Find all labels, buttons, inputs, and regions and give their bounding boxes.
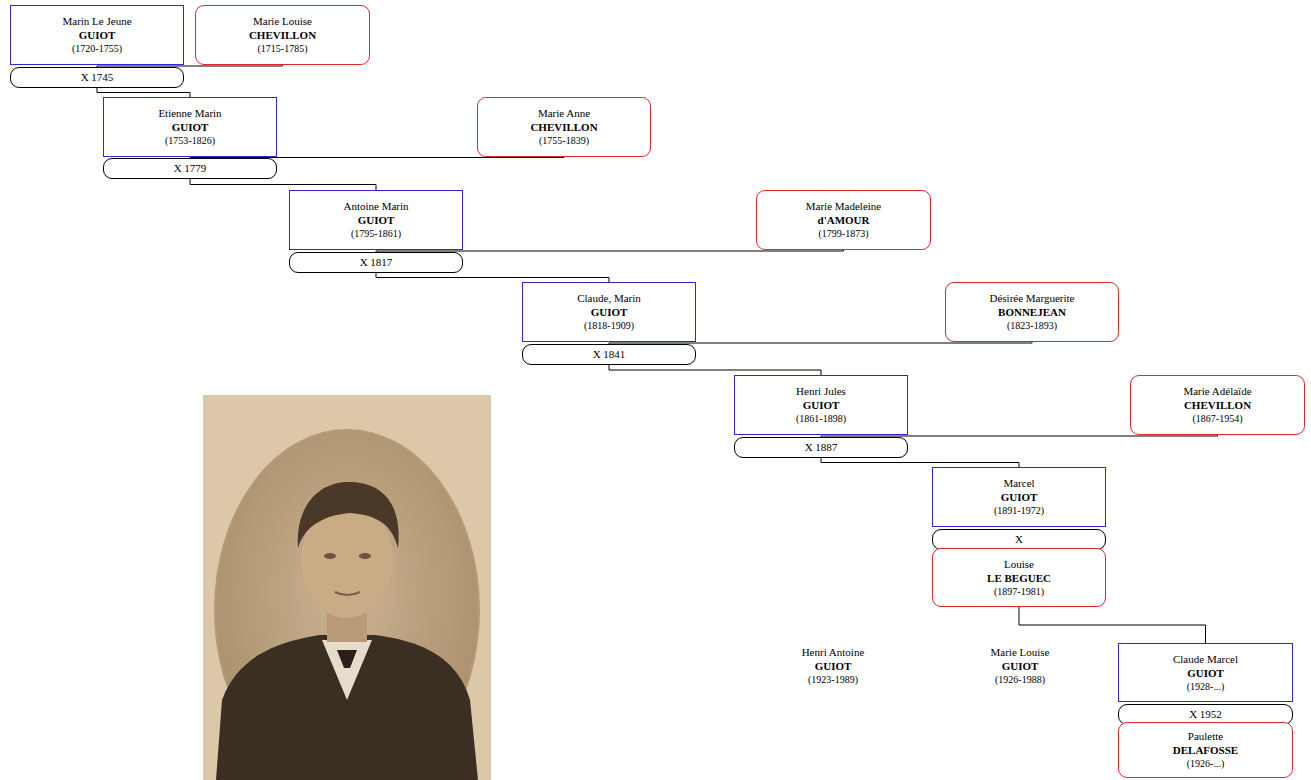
female-person-box: Désirée MargueriteBONNEJEAN(1823-1893)	[945, 282, 1119, 342]
female-person-box: Marie Madeleined'AMOUR(1799-1873)	[756, 190, 931, 250]
marriage-pill: X 1887	[734, 437, 908, 458]
sibling-label: GUIOT	[815, 659, 852, 673]
surname: GUIOT	[79, 28, 116, 42]
family-line	[376, 273, 609, 282]
given-name: X 1887	[805, 440, 838, 455]
surname: GUIOT	[803, 398, 840, 412]
given-name: Marie Louise	[253, 14, 312, 28]
marriage-pill: X 1745	[10, 67, 184, 88]
sibling-label: Marie Louise	[991, 645, 1050, 659]
sibling-label: (1926-1988)	[995, 673, 1045, 687]
life-dates: (1897-1981)	[994, 585, 1044, 599]
life-dates: (1818-1909)	[584, 319, 634, 333]
given-name: Henri Jules	[796, 384, 846, 398]
sibling-label: GUIOT	[1002, 659, 1039, 673]
female-person-box: LouiseLE BEGUEC(1897-1981)	[932, 548, 1106, 607]
life-dates: (1867-1954)	[1193, 412, 1243, 426]
marriage-pill: X 1817	[289, 252, 463, 273]
given-name: Désirée Marguerite	[989, 291, 1074, 305]
given-name: Marie Anne	[538, 106, 590, 120]
surname: GUIOT	[1187, 666, 1224, 680]
male-person-box: Claude MarcelGUIOT(1928-...)	[1118, 643, 1293, 702]
life-dates: (1753-1826)	[165, 134, 215, 148]
sibling-label: (1923-1989)	[808, 673, 858, 687]
given-name: Claude, Marin	[577, 291, 641, 305]
surname: CHEVILLON	[249, 28, 316, 42]
marriage-pill: X 1841	[522, 344, 696, 365]
given-name: Marcel	[1003, 476, 1034, 490]
life-dates: (1861-1898)	[796, 412, 846, 426]
surname: DELAFOSSE	[1173, 743, 1238, 757]
surname: BONNEJEAN	[998, 305, 1066, 319]
surname: CHEVILLON	[1184, 398, 1251, 412]
surname: GUIOT	[591, 305, 628, 319]
life-dates: (1755-1839)	[539, 134, 589, 148]
life-dates: (1799-1873)	[819, 227, 869, 241]
given-name: Claude Marcel	[1173, 652, 1238, 666]
marriage-pill: X	[932, 529, 1106, 550]
surname: d'AMOUR	[818, 213, 870, 227]
male-person-box: Henri JulesGUIOT(1861-1898)	[734, 375, 908, 435]
given-name: Etienne Marin	[158, 106, 221, 120]
surname: GUIOT	[172, 120, 209, 134]
sibling-label: Henri Antoine	[802, 645, 865, 659]
family-line	[609, 365, 821, 375]
given-name: X 1817	[360, 255, 393, 270]
given-name: X 1952	[1189, 707, 1222, 722]
male-person-box: Marin Le JeuneGUIOT(1720-1755)	[10, 5, 184, 65]
given-name: Marie Adélaïde	[1183, 384, 1251, 398]
female-person-box: Marie AnneCHEVILLON(1755-1839)	[477, 97, 651, 157]
surname: CHEVILLON	[530, 120, 597, 134]
given-name: X 1841	[593, 347, 626, 362]
female-person-box: PauletteDELAFOSSE(1926-...)	[1118, 722, 1293, 778]
family-line	[821, 458, 1019, 467]
male-person-box: Antoine MarinGUIOT(1795-1861)	[289, 190, 463, 250]
female-person-box: Marie LouiseCHEVILLON(1715-1785)	[195, 5, 370, 65]
given-name: Paulette	[1188, 729, 1223, 743]
given-name: Marin Le Jeune	[62, 14, 131, 28]
male-person-box: Claude, MarinGUIOT(1818-1909)	[522, 282, 696, 342]
female-person-box: Marie AdélaïdeCHEVILLON(1867-1954)	[1130, 375, 1305, 435]
male-person-box: MarcelGUIOT(1891-1972)	[932, 467, 1106, 527]
life-dates: (1928-...)	[1187, 680, 1225, 694]
surname: LE BEGUEC	[987, 571, 1051, 585]
marriage-pill: X 1779	[103, 158, 277, 179]
family-line	[190, 179, 376, 190]
given-name: X 1779	[174, 161, 207, 176]
given-name: Marie Madeleine	[806, 199, 881, 213]
life-dates: (1720-1755)	[72, 42, 122, 56]
male-person-box: Etienne MarinGUIOT(1753-1826)	[103, 97, 277, 157]
given-name: X 1745	[81, 70, 114, 85]
life-dates: (1891-1972)	[994, 504, 1044, 518]
given-name: X	[1015, 532, 1023, 547]
life-dates: (1823-1893)	[1007, 319, 1057, 333]
family-line	[1019, 607, 1206, 643]
family-line	[97, 88, 190, 97]
life-dates: (1795-1861)	[351, 227, 401, 241]
surname: GUIOT	[358, 213, 395, 227]
surname: GUIOT	[1001, 490, 1038, 504]
given-name: Antoine Marin	[343, 199, 408, 213]
given-name: Louise	[1004, 557, 1034, 571]
life-dates: (1715-1785)	[258, 42, 308, 56]
life-dates: (1926-...)	[1187, 757, 1225, 771]
